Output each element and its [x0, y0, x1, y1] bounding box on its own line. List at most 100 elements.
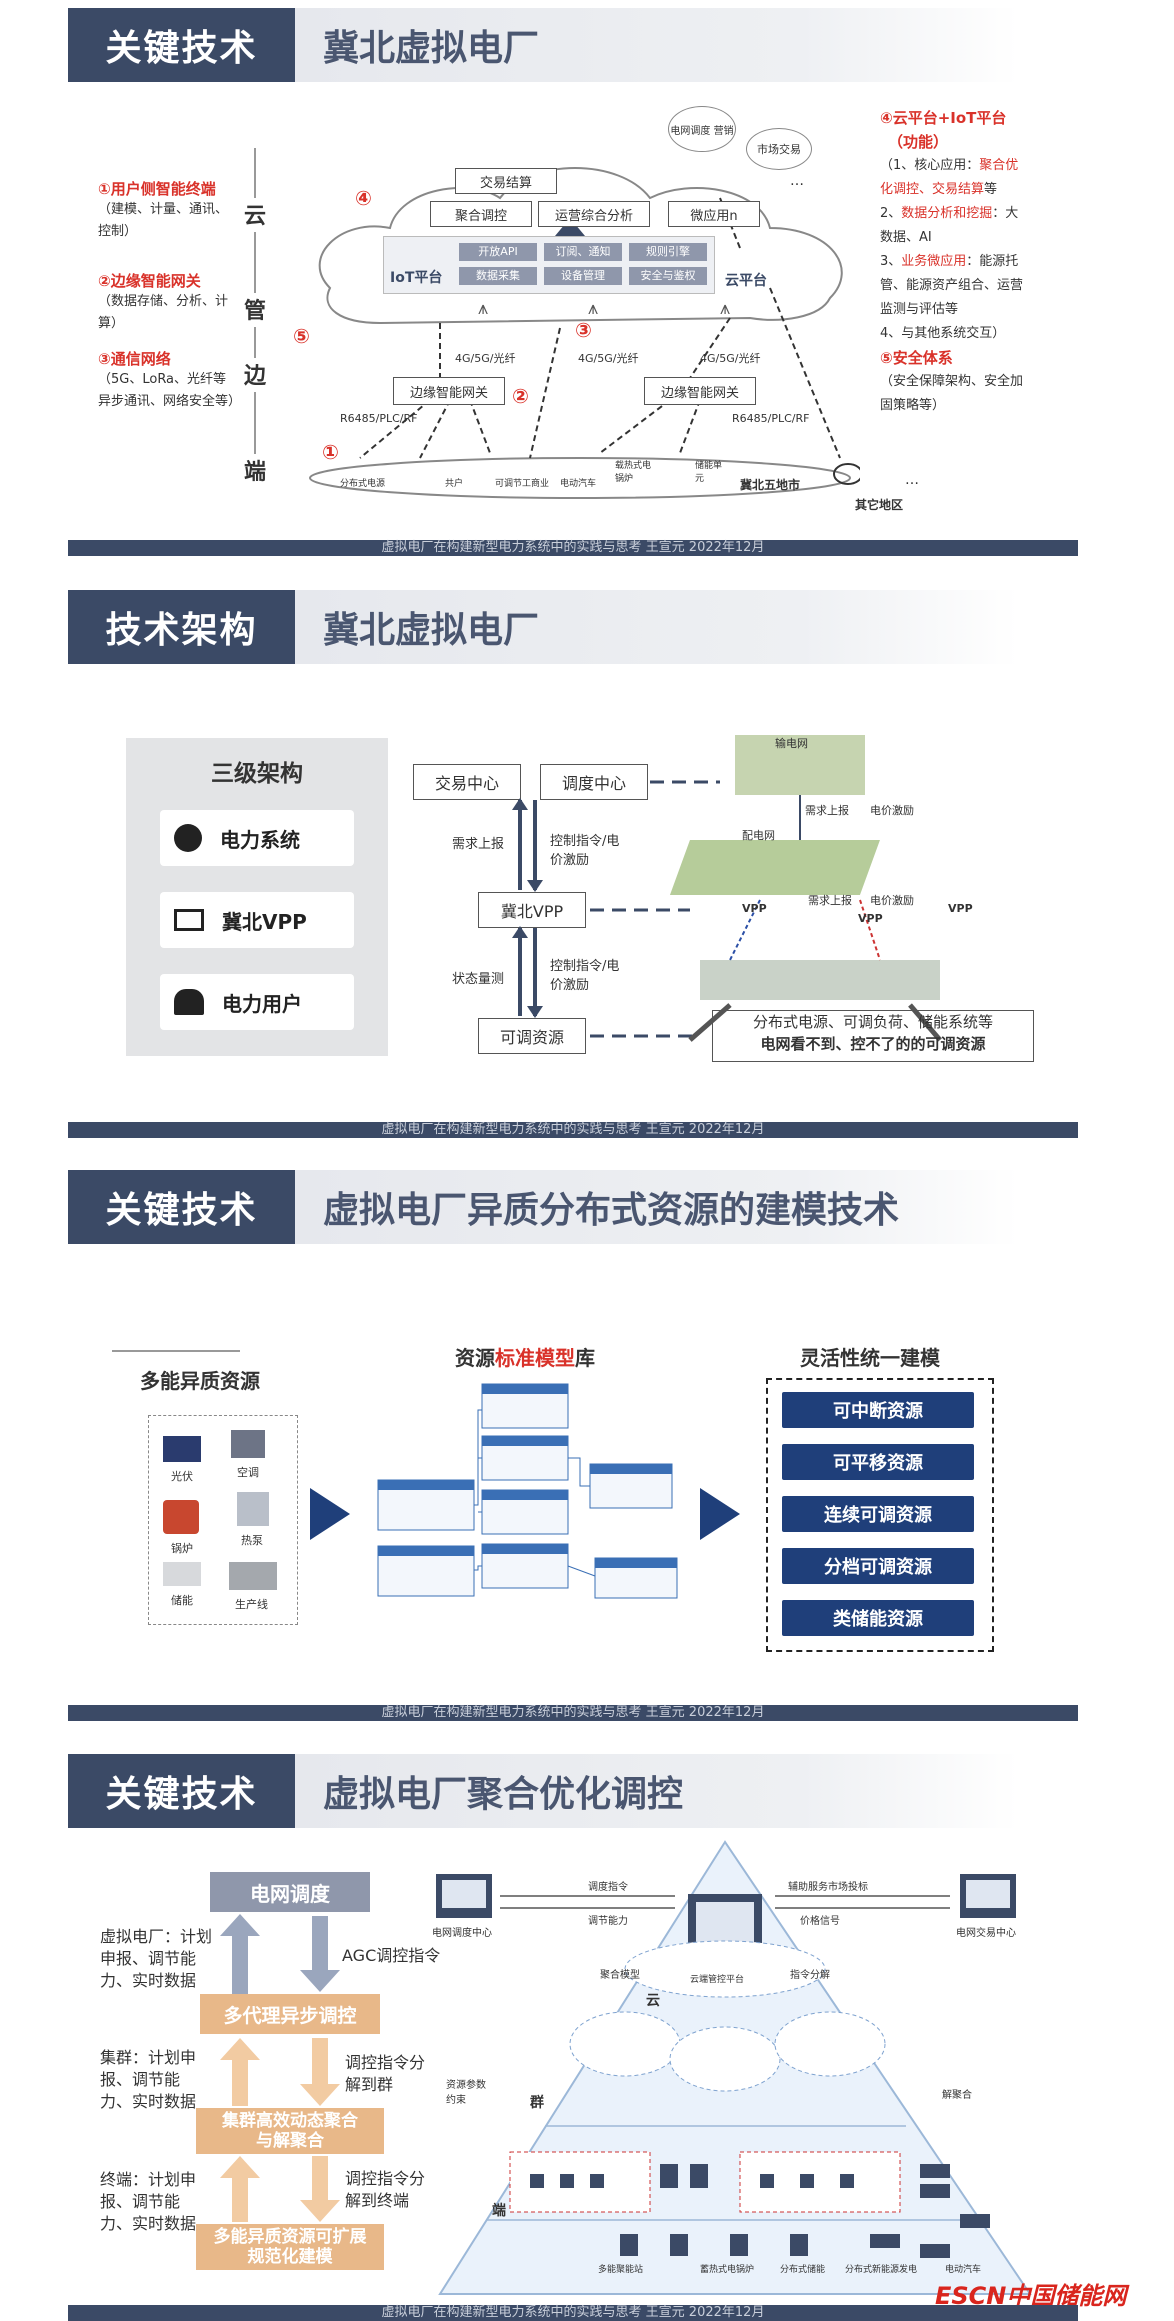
slide-aggregation-control: 关键技术 虚拟电厂聚合优化调控 电网调度 多代理异步调控 集群高效动态聚合与解聚… — [0, 1754, 1174, 2321]
resource-label: 光伏 — [171, 1470, 193, 1483]
right-h1: ④云平台+IoT平台 — [880, 109, 1007, 127]
iot-label: IoT平台 — [390, 270, 443, 286]
pyr-platform: 云端管控平台 — [690, 1975, 745, 1985]
three-tier-panel: 三级架构 电力系统 冀北VPP 电力用户 — [126, 738, 388, 1056]
grid-label-vpp: VPP — [948, 902, 973, 915]
panel-item-label: 电力系统 — [220, 827, 300, 852]
bubble-grid-text: 电网调度 营销 — [670, 125, 734, 137]
model-stepped: 分档可调资源 — [782, 1548, 974, 1584]
uml-model-diagram — [377, 1383, 678, 1599]
section-tag: 技术架构 — [68, 590, 295, 664]
bubble-market-text: 市场交易 — [757, 143, 801, 156]
left-item-2: ②边缘智能网关 （数据存储、分析、计算） — [98, 270, 238, 335]
layer-cloud: 云 — [238, 198, 272, 232]
stack-cluster: 集群高效动态聚合与解聚合 — [196, 2108, 384, 2154]
device-label: 分布式电源 — [340, 479, 386, 489]
resource-label: 热泵 — [241, 1534, 263, 1547]
slide-header: 关键技术 冀北虚拟电厂 — [68, 8, 1018, 82]
rs-label-left: R6485/PLC/RF — [340, 412, 418, 425]
slide-modeling: 关键技术 虚拟电厂异质分布式资源的建模技术 多能异质资源 光伏 空调 锅炉 热泵… — [0, 1170, 1174, 1730]
pyramid-diagram — [436, 1840, 1032, 2295]
comm-label: 4G/5G/光纤 — [455, 352, 516, 365]
pyr-end: 端 — [492, 2203, 506, 2219]
slide-footer: 虚拟电厂在构建新型电力系统中的实践与思考 王宣元 2022年12月 — [68, 1705, 1078, 1721]
resource-text-box: 分布式电源、可调负荷、储能系统等 电网看不到、控不了的的可调资源 — [712, 1010, 1034, 1062]
iot-cell-collect: 数据采集 — [459, 267, 537, 285]
circle-num-3: ③ — [575, 318, 592, 342]
comm-label: 4G/5G/光纤 — [578, 352, 639, 365]
model-lib-title-b: 标准模型 — [495, 1346, 575, 1370]
left-item-2-desc: （数据存储、分析、计算） — [98, 294, 229, 331]
heatpump-icon — [237, 1492, 269, 1526]
right-l3e: ：能源托管、能源资产组合、运营监测与评估等 — [880, 254, 1024, 317]
pyr-decomp: 指令分解 — [790, 1970, 830, 1981]
pyr-cmd2: 调节能力 — [588, 1916, 628, 1927]
grid-label-vpp: VPP — [742, 902, 767, 915]
panel-item-label: 冀北VPP — [222, 909, 307, 934]
label-ctrl-upper: 控制指令/电价激励 — [550, 834, 620, 868]
right-l2e: ：大数据、AI — [880, 206, 1019, 245]
box-vpp: 冀北VPP — [478, 892, 586, 928]
right-l2: 2、 — [880, 206, 902, 221]
box-trade-center: 交易中心 — [413, 764, 521, 800]
cloud-box-aggregate: 聚合调控 — [430, 201, 532, 227]
panel-item-power-system: 电力系统 — [160, 810, 354, 866]
model-storage-like: 类储能资源 — [782, 1600, 974, 1636]
cloud-box-microapp: 微应用n — [668, 201, 760, 227]
iot-cell-sub: 订阅、通知 — [544, 243, 622, 261]
right-l3: 3、 — [880, 254, 902, 269]
arrow-right-icon — [310, 1488, 350, 1540]
pyr-params: 资源参数 约束 — [446, 2080, 486, 2106]
right-l1r: 聚合优化调控、交易结算 — [880, 158, 1019, 197]
storage-icon — [163, 1562, 201, 1586]
arrow-right-icon — [700, 1488, 740, 1540]
model-interruptible: 可中断资源 — [782, 1392, 974, 1428]
slide-header: 关键技术 虚拟电厂异质分布式资源的建模技术 — [68, 1170, 1018, 1244]
section-tag: 关键技术 — [68, 1170, 295, 1244]
right-line-3: 3、业务微应用：能源托管、能源资产组合、运营监测与评估等 — [880, 250, 1030, 322]
note-terminal: 终端：计划申报、调节能力、实时数据 — [100, 2170, 197, 2233]
pyr-bottom-label: 电动汽车 — [945, 2265, 982, 2275]
tower-icon: ⩚ — [588, 298, 599, 319]
slide-footer: 虚拟电厂在构建新型电力系统中的实践与思考 王宣元 2022年12月 — [68, 540, 1078, 556]
tower-icon: ⩚ — [478, 298, 489, 319]
resource-label: 锅炉 — [171, 1542, 193, 1555]
right-l1: （1、核心应用： — [880, 158, 980, 173]
stack-modeling: 多能异质资源可扩展规范化建模 — [196, 2224, 384, 2270]
other-region-label: 其它地区 — [855, 498, 904, 512]
panel-title: 三级架构 — [211, 761, 303, 787]
pyr-bottom-label: 分布式新能源发电 — [845, 2265, 918, 2275]
grid-label-price2: 电价激励 — [870, 894, 914, 907]
section-tag: 关键技术 — [68, 1754, 295, 1828]
cloud-platform-label: 云平台 — [725, 273, 767, 289]
slide-title: 冀北虚拟电厂 — [295, 8, 1018, 82]
note-agc: AGC调控指令 — [342, 1946, 441, 1965]
pyr-grid-center: 电网调度中心 — [432, 1928, 492, 1939]
device-label: 储能单元 — [695, 461, 723, 484]
layer-pipe: 管 — [238, 293, 272, 327]
left-item-2-title: ②边缘智能网关 — [98, 272, 201, 290]
resource-text-1: 分布式电源、可调负荷、储能系统等 — [752, 1013, 993, 1031]
model-continuous: 连续可调资源 — [782, 1496, 974, 1532]
note-cluster: 集群：计划申报、调节能力、实时数据 — [100, 2048, 197, 2111]
grid-label-up2: 需求上报 — [808, 894, 852, 907]
right-line-5: （安全保障架构、安全加固策略等） — [880, 374, 1024, 413]
flex-model-title: 灵活性统一建模 — [800, 1346, 940, 1370]
right-l2r: 数据分析和挖掘 — [901, 206, 993, 221]
device-label: 共户 — [445, 479, 464, 489]
device-label: 载热式电锅炉 — [615, 461, 652, 484]
resource-label: 储能 — [171, 1594, 193, 1607]
model-lib-title-a: 资源 — [455, 1346, 495, 1370]
right-h2: ⑤安全体系 — [880, 349, 953, 367]
layer-edge: 边 — [238, 358, 272, 392]
box-dispatch-center: 调度中心 — [540, 764, 648, 800]
slide-tech-architecture: 技术架构 冀北虚拟电厂 三级架构 电力系统 冀北VPP 电力用户 交易中心 调度… — [0, 590, 1174, 1150]
stack-multi-agent: 多代理异步调控 — [200, 1994, 380, 2034]
note-decomp-terminal: 调控指令分解到终端 — [345, 2169, 426, 2210]
left-item-3-title: ③通信网络 — [98, 350, 171, 368]
bubble-more: … — [790, 173, 804, 189]
left-rule — [112, 1350, 240, 1352]
label-ctrl-lower: 控制指令/电价激励 — [550, 959, 620, 993]
right-line-2: 2、数据分析和挖掘：大数据、AI — [880, 202, 1030, 250]
section-tag: 关键技术 — [68, 8, 295, 82]
